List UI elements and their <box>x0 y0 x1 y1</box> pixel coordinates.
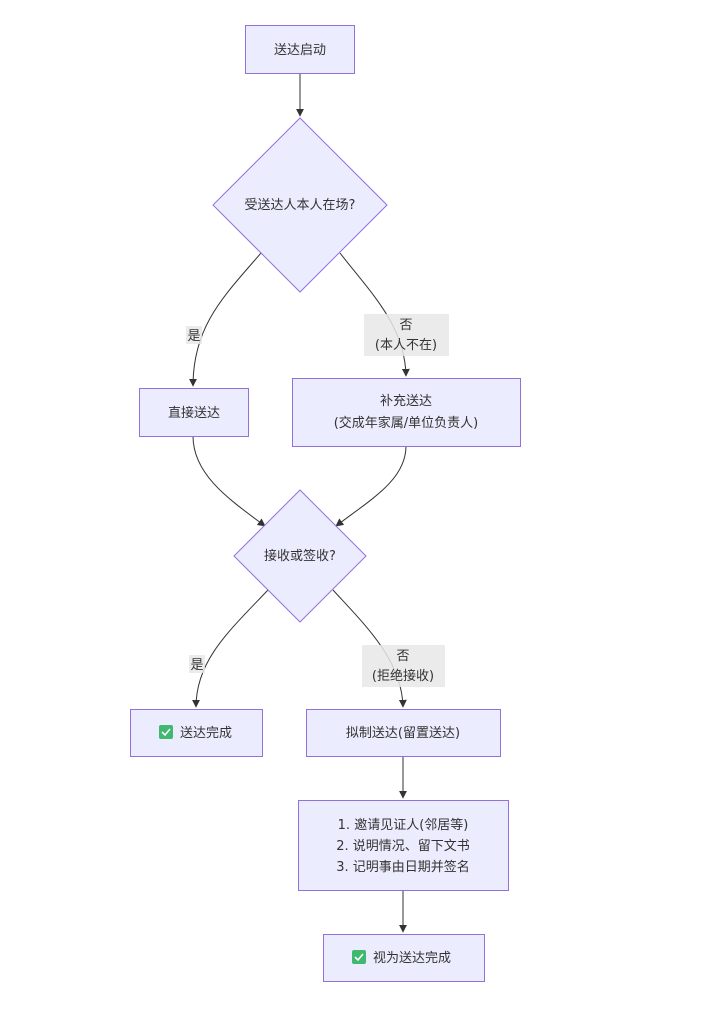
node-label: 3. 记明事由日期并签名 <box>336 859 470 875</box>
node-direct[interactable]: 直接送达 <box>139 388 249 437</box>
edge-label-bg <box>186 326 202 344</box>
edge-label-text: (拒绝接收) <box>372 668 434 684</box>
node-label: 送达完成 <box>180 726 232 741</box>
node-label: 受送达人本人在场? <box>245 198 356 213</box>
node-steps[interactable]: 1. 邀请见证人(邻居等) 2. 说明情况、留下文书 3. 记明事由日期并签名 <box>298 800 509 891</box>
edge-label-bg <box>189 655 205 673</box>
edge-direct-to-accept-check <box>192 435 266 527</box>
node-label: 拟制送达(留置送达) <box>346 726 460 741</box>
edge-label-yes-2: 是 <box>189 655 205 673</box>
edge-label-no-absent: 否 (本人不在) <box>364 314 449 356</box>
node-done[interactable]: 送达完成 <box>130 709 263 757</box>
node-deemed-done[interactable]: 视为送达完成 <box>323 934 485 982</box>
node-label: 送达启动 <box>274 43 326 58</box>
edge-label-bg <box>362 645 445 687</box>
node-label: (交成年家属/单位负责人) <box>334 415 479 431</box>
node-supplement[interactable]: 补充送达 (交成年家属/单位负责人) <box>292 378 521 447</box>
edge-label-no-refused: 否 (拒绝接收) <box>362 645 445 687</box>
edge-label-yes-1: 是 <box>186 326 202 344</box>
node-label: 1. 邀请见证人(邻居等) <box>338 817 469 833</box>
node-label: 补充送达 <box>380 393 432 409</box>
node-label: 视为送达完成 <box>373 951 451 966</box>
edge-label-text: 否 <box>399 318 412 333</box>
edge-label-text: 是 <box>190 658 203 673</box>
node-present-check[interactable]: 受送达人本人在场? <box>212 117 388 293</box>
edge-present-check-to-supplement <box>339 252 410 377</box>
node-accept-check[interactable]: 接收或签收? <box>233 489 367 623</box>
edge-supplement-to-accept-check <box>335 445 407 527</box>
edge-present-check-to-direct <box>189 252 262 387</box>
check-mark-button-icon <box>159 725 173 739</box>
edge-label-text: 是 <box>187 329 200 344</box>
edge-label-bg <box>364 314 449 356</box>
node-start[interactable]: 送达启动 <box>245 25 355 74</box>
edge-accept-check-to-done <box>192 589 269 708</box>
node-label: 2. 说明情况、留下文书 <box>336 839 470 854</box>
edges <box>189 73 410 933</box>
edge-label-text: (本人不在) <box>375 338 437 353</box>
node-label: 接收或签收? <box>264 548 336 564</box>
edge-accept-check-to-lodge <box>332 589 407 708</box>
node-lodge[interactable]: 拟制送达(留置送达) <box>306 709 501 757</box>
node-label: 直接送达 <box>168 405 220 421</box>
edge-label-text: 否 <box>396 649 409 664</box>
check-mark-button-icon <box>352 950 366 964</box>
